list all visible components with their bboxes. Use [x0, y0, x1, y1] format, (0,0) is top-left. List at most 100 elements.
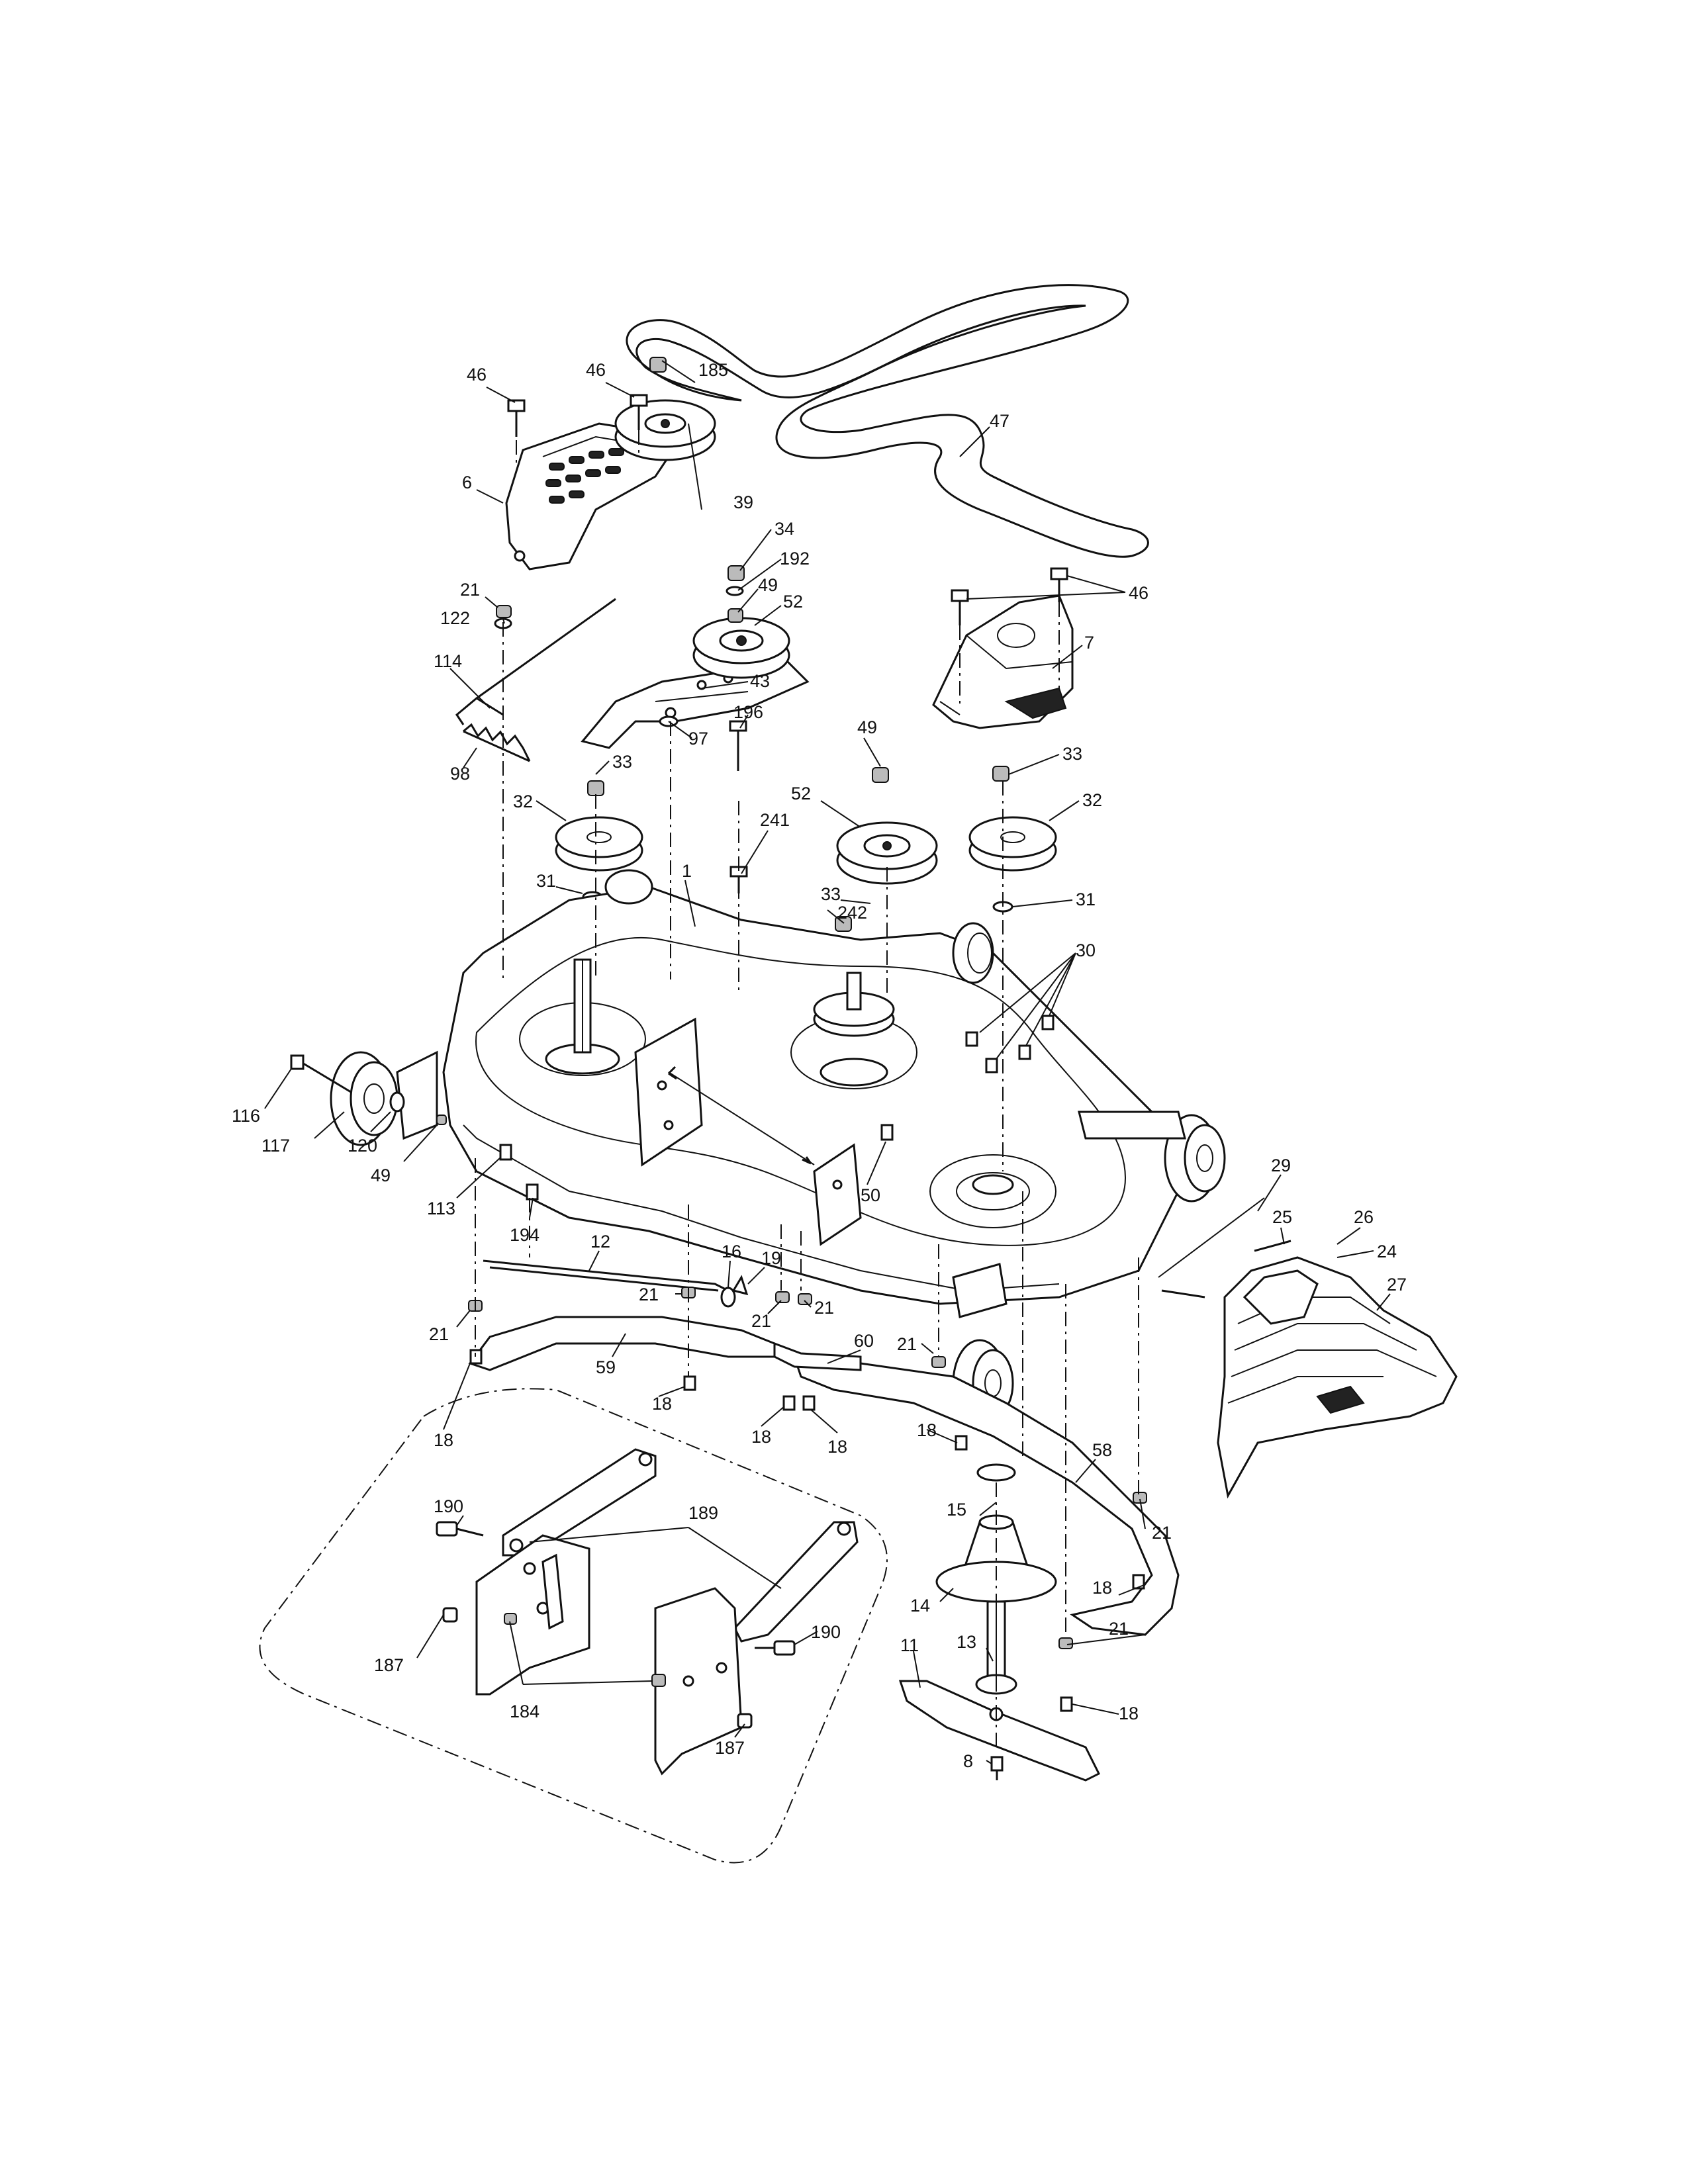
- callout-19: 19: [761, 1248, 781, 1268]
- callout-15: 15: [947, 1500, 966, 1520]
- callout-33: 33: [612, 752, 632, 772]
- deck-front-brackets: [634, 1017, 862, 1246]
- left-spindle: [545, 958, 620, 1075]
- callout-34: 34: [774, 519, 794, 539]
- callout-120: 120: [348, 1136, 377, 1156]
- callout-39: 39: [733, 492, 753, 512]
- callout-196: 196: [733, 702, 763, 722]
- callout-32: 32: [513, 792, 533, 811]
- hanger-arm-right: [733, 1521, 859, 1643]
- callout-8: 8: [963, 1751, 973, 1771]
- idler-pulley-flat: [614, 399, 716, 461]
- callout-labels: 46 46 185 6 39 47 34 192 49 52 46 21 122…: [232, 360, 1407, 1771]
- callout-21: 21: [429, 1324, 449, 1344]
- callout-31: 31: [1076, 889, 1096, 909]
- callout-13: 13: [957, 1632, 976, 1652]
- callout-49: 49: [857, 717, 877, 737]
- callout-49: 49: [371, 1165, 391, 1185]
- idler-arm: [581, 660, 810, 749]
- callout-32: 32: [1082, 790, 1102, 810]
- hanger-bracket-right: [654, 1587, 743, 1776]
- lift-link: [483, 1259, 729, 1292]
- callout-21: 21: [639, 1285, 659, 1304]
- callout-leaders: [264, 360, 1391, 1764]
- callout-192: 192: [780, 549, 810, 569]
- callout-12: 12: [590, 1232, 610, 1251]
- callout-184: 184: [510, 1702, 539, 1721]
- wheel-bolt: [290, 1054, 405, 1113]
- callout-16: 16: [722, 1242, 741, 1261]
- callout-114: 114: [434, 651, 462, 671]
- callout-242: 242: [837, 903, 867, 923]
- callout-33: 33: [1062, 744, 1082, 764]
- callout-18: 18: [827, 1437, 847, 1457]
- callout-21: 21: [1109, 1619, 1129, 1639]
- drive-belt: [626, 284, 1149, 558]
- blade-bolt: [990, 1756, 1004, 1780]
- hanger-bracket-left: [475, 1534, 590, 1696]
- callout-97: 97: [688, 729, 708, 749]
- callout-33: 33: [821, 884, 841, 904]
- chute-spring: [1254, 1240, 1291, 1252]
- callout-6: 6: [462, 473, 472, 492]
- callout-30: 30: [1076, 940, 1096, 960]
- mower-blade: [898, 1680, 1101, 1782]
- callout-185: 185: [698, 360, 728, 380]
- deck-wheel-rear-right: [952, 922, 994, 984]
- callout-59: 59: [596, 1357, 616, 1377]
- callout-52: 52: [783, 592, 803, 612]
- callout-52: 52: [791, 784, 811, 803]
- deck-pulley-right: [968, 816, 1057, 872]
- deck-wheel-rear-left: [604, 869, 653, 905]
- callout-21: 21: [460, 580, 480, 600]
- deck-wheel-left: [330, 1050, 438, 1146]
- callout-24: 24: [1377, 1242, 1397, 1261]
- callout-47: 47: [990, 411, 1009, 431]
- callout-50: 50: [861, 1185, 880, 1205]
- callout-98: 98: [450, 764, 470, 784]
- callout-241: 241: [760, 810, 790, 830]
- callout-122: 122: [440, 608, 470, 628]
- callout-187: 187: [374, 1655, 404, 1675]
- rear-baffle: [792, 1355, 1180, 1636]
- callout-31: 31: [536, 871, 556, 891]
- front-baffle: [468, 1316, 776, 1371]
- callout-1: 1: [682, 861, 692, 881]
- callout-46: 46: [1129, 583, 1149, 603]
- callout-29: 29: [1271, 1156, 1291, 1175]
- callout-187: 187: [715, 1738, 745, 1758]
- callout-113: 113: [427, 1199, 455, 1218]
- chute-rod: [1158, 1197, 1265, 1298]
- right-belt-guard: [932, 594, 1074, 729]
- callout-27: 27: [1387, 1275, 1407, 1295]
- discharge-chute: [1217, 1256, 1458, 1499]
- callout-18: 18: [1119, 1704, 1139, 1723]
- callout-117: 117: [261, 1136, 290, 1156]
- callout-18: 18: [652, 1394, 672, 1414]
- callout-21: 21: [1152, 1523, 1172, 1543]
- deck-pulley-left: [555, 816, 643, 872]
- idler-rod: [455, 598, 616, 725]
- idler-spring: [463, 723, 531, 762]
- hanger-hardware: [436, 1521, 796, 1729]
- callout-18: 18: [434, 1430, 453, 1450]
- idler-pulley-v: [692, 617, 790, 679]
- left-belt-guard: [505, 422, 684, 570]
- callout-60: 60: [854, 1331, 874, 1351]
- deck-pulley-center: [836, 821, 938, 885]
- callout-194: 194: [510, 1225, 539, 1245]
- callout-21: 21: [814, 1298, 834, 1318]
- center-spindle-pulley: [813, 972, 895, 1087]
- callout-190: 190: [434, 1496, 463, 1516]
- assembly-centerlines: [475, 430, 1139, 1747]
- deck-wheel-right: [1078, 1111, 1226, 1203]
- deck-bolts: [965, 1015, 1055, 1073]
- baffle-connector: [773, 1342, 862, 1371]
- callout-11: 11: [900, 1635, 919, 1655]
- callout-46: 46: [467, 365, 487, 385]
- callout-7: 7: [1084, 633, 1094, 653]
- callout-26: 26: [1354, 1207, 1374, 1227]
- callout-189: 189: [688, 1503, 718, 1523]
- baffle-hardware: [436, 1115, 1147, 1712]
